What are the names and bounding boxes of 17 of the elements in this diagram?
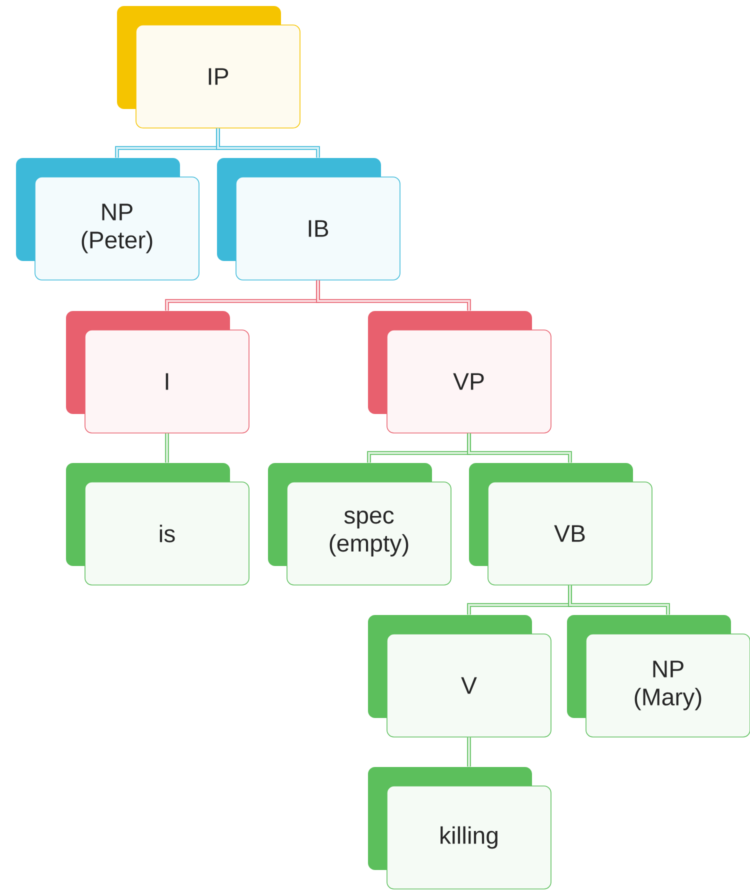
tree-node-box: VP xyxy=(368,311,552,434)
tree-node-box: spec (empty) xyxy=(268,463,452,586)
connector-line xyxy=(165,433,169,463)
tree-node-box: NP (Peter) xyxy=(16,158,200,280)
tree-node-box: I xyxy=(66,311,250,434)
tree-node-box: VB xyxy=(469,463,652,586)
tree-node-box: IP xyxy=(117,6,300,128)
tree-node-box: killing xyxy=(368,767,552,890)
tree-node-box: IB xyxy=(217,158,400,280)
connector-line xyxy=(467,433,572,463)
tree-node-box: NP (Mary) xyxy=(567,615,750,738)
tree-node-box: V xyxy=(368,615,552,738)
connector-line xyxy=(467,737,471,767)
connector-line xyxy=(568,585,670,615)
connector-line xyxy=(316,280,471,311)
tree-node-box: is xyxy=(66,463,250,586)
connector-line xyxy=(216,128,320,158)
